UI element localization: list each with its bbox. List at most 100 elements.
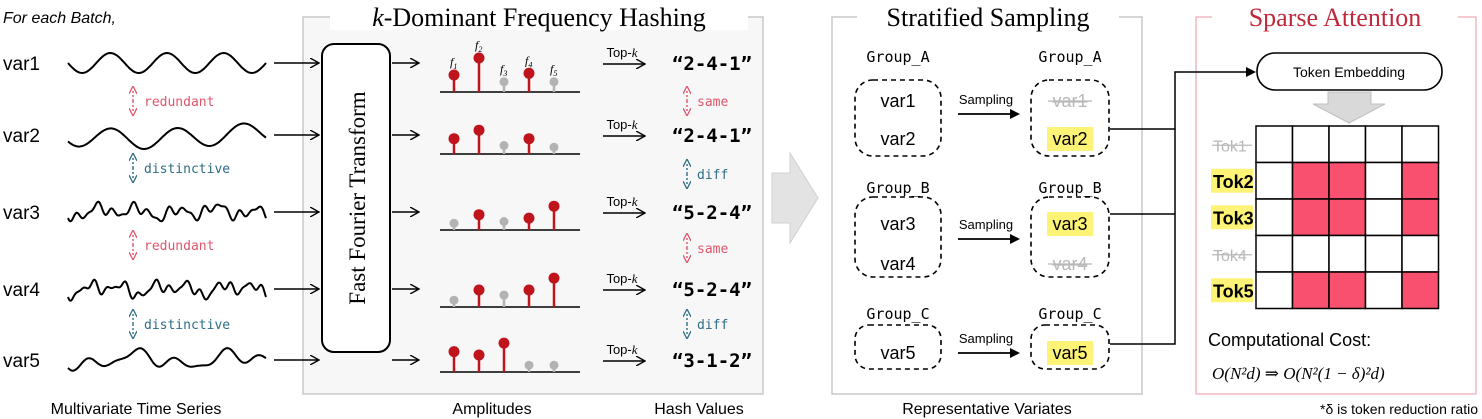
hash-relation-label: same — [697, 242, 728, 257]
stratified-groups — [854, 79, 1110, 370]
variable-label: var5 — [3, 351, 40, 372]
selection-connectors — [1110, 67, 1256, 345]
relation-label: distinctive — [144, 318, 230, 333]
time-series-wave — [67, 51, 267, 75]
amplitude-point — [523, 212, 535, 224]
attention-cell — [1364, 271, 1403, 310]
cost-formula: O(N²d) ⇒ O(N²(1 − δ)²d) — [1212, 364, 1385, 383]
group-member: var1 — [880, 91, 915, 111]
sparse-title: Sparse Attention — [1249, 3, 1422, 32]
amplitude-point — [524, 360, 534, 370]
amplitude-point — [473, 209, 485, 221]
attention-cell — [1401, 125, 1440, 164]
header-note: For each Batch, — [3, 10, 116, 27]
token-embedding-label: Token Embedding — [1293, 64, 1405, 80]
time-series-wave — [67, 122, 267, 150]
token-highlight — [1211, 205, 1253, 230]
attention-cell — [1291, 234, 1330, 273]
attention-cell — [1291, 271, 1330, 310]
bottom-label-multivariate: Multivariate Time Series — [51, 401, 222, 418]
time-series-wave — [67, 278, 267, 302]
frequency-label: f1 — [450, 55, 457, 71]
attention-cell — [1401, 198, 1440, 237]
group-c-right-box — [1030, 324, 1110, 370]
token-label: Tok3 — [1213, 208, 1254, 228]
amplitude-point — [523, 284, 535, 296]
topk-label: Top-k — [606, 194, 637, 209]
amplitude-point — [548, 272, 560, 284]
group-member: var2 — [880, 129, 915, 149]
amplitude-point — [499, 77, 509, 87]
amplitude-point — [549, 142, 559, 152]
hash-value: “3-1-2” — [672, 350, 752, 372]
frequency-label: f2 — [475, 38, 482, 54]
time-series-wave — [67, 347, 267, 372]
group-title: Group_A — [1038, 48, 1101, 66]
variable-label: var2 — [3, 126, 40, 147]
sampling-label: Sampling — [959, 217, 1013, 232]
footnote: *δ is token reduction ratio — [1320, 401, 1478, 417]
computational-cost-label: Computational Cost: — [1208, 330, 1371, 350]
amplitude-point — [523, 133, 535, 145]
bottom-label-amplitudes: Amplitudes — [452, 401, 531, 418]
token-label-dropped: Tok4 — [1213, 248, 1247, 265]
token-label-dropped: Tok1 — [1213, 138, 1247, 155]
relation-label: distinctive — [144, 162, 230, 177]
token-label: Tok2 — [1213, 172, 1254, 192]
sampling-label: Sampling — [959, 331, 1013, 346]
variable-label: var4 — [3, 280, 40, 301]
selected-variate: var5 — [1052, 343, 1087, 363]
attention-cell — [1364, 234, 1403, 273]
selected-highlight — [1047, 341, 1093, 365]
attention-cell — [1364, 125, 1403, 164]
group-b-left-box — [854, 196, 942, 278]
amplitude-point — [448, 133, 460, 145]
fft-box — [321, 43, 391, 353]
group-a-left-box — [854, 79, 942, 157]
sampling-label: Sampling — [959, 92, 1013, 107]
topk-label: Top-k — [606, 342, 637, 357]
amplitude-point — [473, 349, 485, 361]
amplitude-point — [499, 290, 509, 300]
attention-cell — [1255, 198, 1294, 237]
amplitude-point — [549, 360, 559, 370]
attention-cell — [1401, 271, 1440, 310]
group-member: var4 — [880, 254, 915, 274]
embedding-down-arrow — [1312, 91, 1386, 124]
stratified-title: Stratified Sampling — [887, 3, 1090, 32]
group-title: Group_C — [1038, 305, 1101, 323]
token-highlight — [1211, 278, 1253, 303]
amplitude-point — [449, 218, 459, 228]
frequency-label: f4 — [525, 53, 532, 69]
amplitude-point — [448, 346, 460, 358]
frequency-label: f3 — [500, 62, 507, 78]
variable-label: var3 — [3, 203, 40, 224]
attention-cell — [1255, 125, 1294, 164]
attention-cell — [1328, 125, 1367, 164]
hash-value: “5-2-4” — [672, 279, 752, 301]
frequency-label: f5 — [550, 62, 557, 78]
group-a-right-box — [1030, 79, 1110, 157]
hash-value: “2-4-1” — [672, 53, 752, 75]
hash-relation-label: diff — [697, 318, 728, 333]
group-title: Group_C — [866, 305, 929, 323]
amplitude-point — [499, 141, 509, 150]
attention-cell — [1401, 234, 1440, 273]
group-c-left-box — [854, 324, 942, 370]
attention-cell — [1328, 234, 1367, 273]
attention-cell — [1401, 161, 1440, 200]
hash-value: “2-4-1” — [672, 125, 752, 147]
attention-cell — [1255, 234, 1294, 273]
hash-value: “5-2-4” — [672, 202, 752, 224]
relation-label: redundant — [144, 239, 214, 254]
selected-highlight — [1047, 212, 1093, 236]
amplitude-point — [523, 67, 535, 79]
amplitude-point — [448, 69, 460, 81]
selected-highlight — [1047, 127, 1093, 151]
token-embedding-box — [1256, 52, 1443, 91]
group-title: Group_A — [866, 48, 929, 66]
selected-variate: var2 — [1052, 129, 1087, 149]
selected-variate: var3 — [1052, 214, 1087, 234]
fft-label: Fast Fourier Transform — [345, 91, 370, 305]
